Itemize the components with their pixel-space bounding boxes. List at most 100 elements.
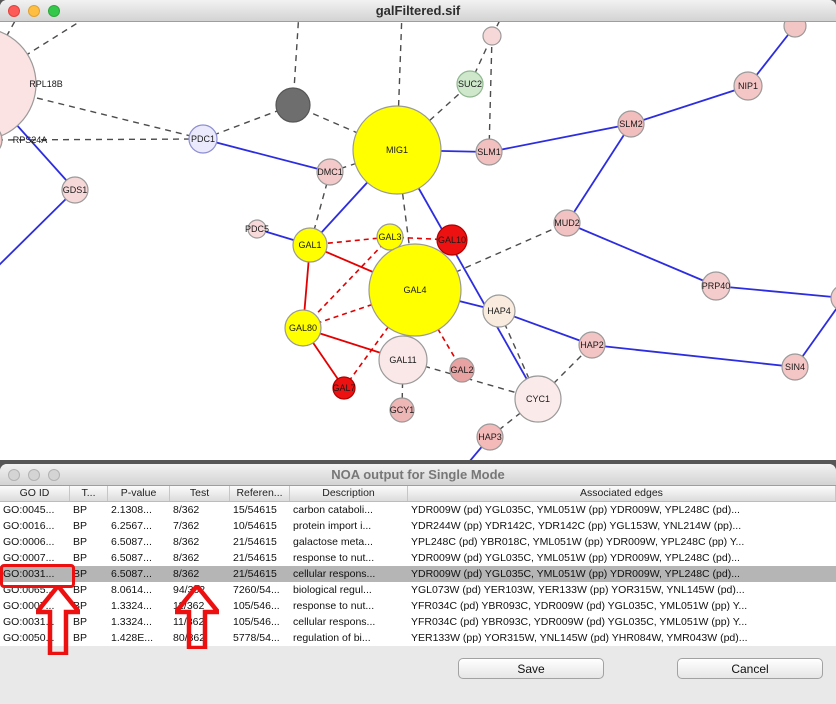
node-gray1[interactable] xyxy=(275,87,311,123)
node-HAP4[interactable] xyxy=(482,294,516,328)
edge-gal11-gcy1[interactable] xyxy=(401,359,404,411)
node-RPL18B[interactable] xyxy=(0,28,37,140)
node-label-SLM2: SLM2 xyxy=(619,119,643,129)
cell-7-5: cellular respons... xyxy=(293,616,376,628)
minimize-button[interactable] xyxy=(28,469,40,481)
edge-gal3-gal80[interactable] xyxy=(302,236,391,329)
edge-slm1-slm2[interactable] xyxy=(488,123,632,153)
close-button[interactable] xyxy=(8,5,20,17)
node-NIP1[interactable] xyxy=(733,71,763,101)
noa-window-titlebar[interactable]: NOA output for Single Mode xyxy=(0,464,836,486)
node-label-GAL1: GAL1 xyxy=(298,240,321,250)
column-header-test[interactable]: Test xyxy=(170,486,230,501)
edge-gray1-mig1[interactable] xyxy=(292,104,398,151)
node-SLM1[interactable] xyxy=(475,138,503,166)
node-vtr[interactable] xyxy=(783,22,807,38)
node-DMC1[interactable] xyxy=(316,158,344,186)
edge-rps24a-pdc1[interactable] xyxy=(0,138,204,141)
node-MUD2[interactable] xyxy=(553,209,581,237)
node-RPS24A[interactable] xyxy=(0,124,3,156)
node-GAL1[interactable] xyxy=(292,227,328,263)
node-MIG1[interactable] xyxy=(352,105,442,195)
node-label-MUD2: MUD2 xyxy=(554,218,580,228)
edge-slm2-nip1[interactable] xyxy=(630,85,749,125)
node-GCY1[interactable] xyxy=(389,397,415,423)
node-label-RPL18B: RPL18B xyxy=(29,79,63,89)
node-HAP3[interactable] xyxy=(476,423,504,451)
edge-vb-rpl18b[interactable] xyxy=(0,22,95,84)
node-GAL11[interactable] xyxy=(378,335,428,385)
edge-rpl18b-gds1[interactable] xyxy=(0,84,76,191)
node-PRP40[interactable] xyxy=(701,271,731,301)
cell-7-1: BP xyxy=(73,616,88,628)
cell-3-3: 8/362 xyxy=(173,552,200,564)
cell-3-2: 6.5087... xyxy=(111,552,152,564)
node-GAL80[interactable] xyxy=(284,309,322,347)
cell-2-1: BP xyxy=(73,536,88,548)
save-button[interactable]: Save xyxy=(458,658,604,679)
edge-hap2-sin4[interactable] xyxy=(591,344,796,368)
minimize-button[interactable] xyxy=(28,5,40,17)
cell-7-6: YFR034C (pd) YBR093C, YDR009W (pd) YGL03… xyxy=(411,616,748,628)
node-GAL10[interactable] xyxy=(436,224,468,256)
node-PDC5[interactable] xyxy=(247,219,267,239)
node-GAL7[interactable] xyxy=(332,376,356,400)
column-header-goid[interactable]: GO ID xyxy=(0,486,70,501)
edge-mud2-slm2[interactable] xyxy=(566,123,632,224)
node-GAL2[interactable] xyxy=(449,357,475,383)
cell-4-0: GO:0031... xyxy=(3,568,55,580)
cell-5-2: 8.0614... xyxy=(111,584,152,596)
zoom-button[interactable] xyxy=(48,5,60,17)
node-SLM2[interactable] xyxy=(617,110,645,138)
node-GAL4[interactable] xyxy=(368,243,462,337)
column-header-description[interactable]: Description xyxy=(290,486,408,501)
close-button[interactable] xyxy=(8,469,20,481)
edge-gds1-vlb[interactable] xyxy=(0,189,76,274)
cancel-button[interactable]: Cancel xyxy=(677,658,823,679)
cell-6-0: GO:0007... xyxy=(3,600,55,612)
edge-prp40-rightcut[interactable] xyxy=(715,285,836,299)
column-header-pvalue[interactable]: P-value xyxy=(108,486,170,501)
node-SUC2[interactable] xyxy=(456,70,484,98)
node-rightcut[interactable] xyxy=(830,285,836,311)
node-SIN4[interactable] xyxy=(781,353,809,381)
node-GAL3[interactable] xyxy=(376,223,404,251)
window-controls xyxy=(8,469,60,481)
node-label-DMC1: DMC1 xyxy=(317,167,343,177)
node-label-GAL11: GAL11 xyxy=(389,355,416,365)
edge-pdc1-dmc1[interactable] xyxy=(202,138,331,173)
column-header-referen[interactable]: Referen... xyxy=(230,486,290,501)
edge-mud2-prp40[interactable] xyxy=(566,222,717,287)
node-CYC1[interactable] xyxy=(514,375,562,423)
edge-mig1-cyc1[interactable] xyxy=(396,149,539,400)
network-window-titlebar[interactable]: galFiltered.sif xyxy=(0,0,836,22)
column-header-associatededges[interactable]: Associated edges xyxy=(408,486,836,501)
node-PDC1[interactable] xyxy=(188,124,218,154)
cell-4-1: BP xyxy=(73,568,88,580)
cell-6-4: 105/546... xyxy=(233,600,280,612)
cell-4-5: cellular respons... xyxy=(293,568,376,580)
zoom-button[interactable] xyxy=(48,469,60,481)
node-topnode[interactable] xyxy=(482,26,502,46)
cell-6-3: 11/362 xyxy=(173,600,205,612)
edge-va-rpl18b[interactable] xyxy=(0,22,20,84)
edge-slm1-topnode[interactable] xyxy=(488,35,493,153)
column-header-t[interactable]: T... xyxy=(70,486,108,501)
node-GDS1[interactable] xyxy=(61,176,89,204)
cell-1-4: 10/54615 xyxy=(233,520,277,532)
node-HAP2[interactable] xyxy=(578,331,606,359)
cell-4-3: 8/362 xyxy=(173,568,200,580)
